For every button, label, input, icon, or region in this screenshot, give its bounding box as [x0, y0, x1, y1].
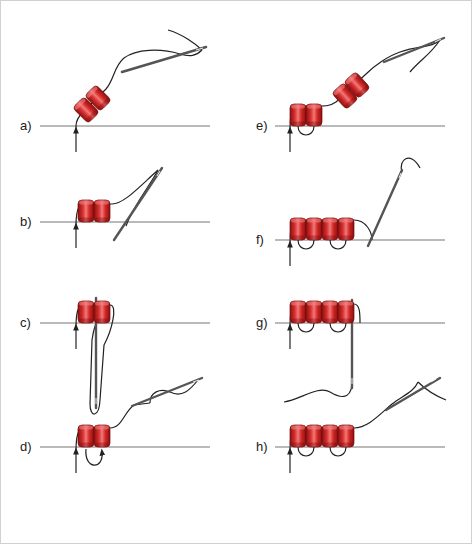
step-label: b): [20, 214, 32, 230]
step-label: e): [256, 118, 268, 134]
step-label: c): [20, 315, 31, 331]
step-label: d): [20, 439, 32, 455]
step-label: g): [256, 315, 268, 331]
step-label: f): [256, 232, 264, 248]
step-label: h): [256, 439, 268, 455]
step-label: a): [20, 118, 32, 134]
